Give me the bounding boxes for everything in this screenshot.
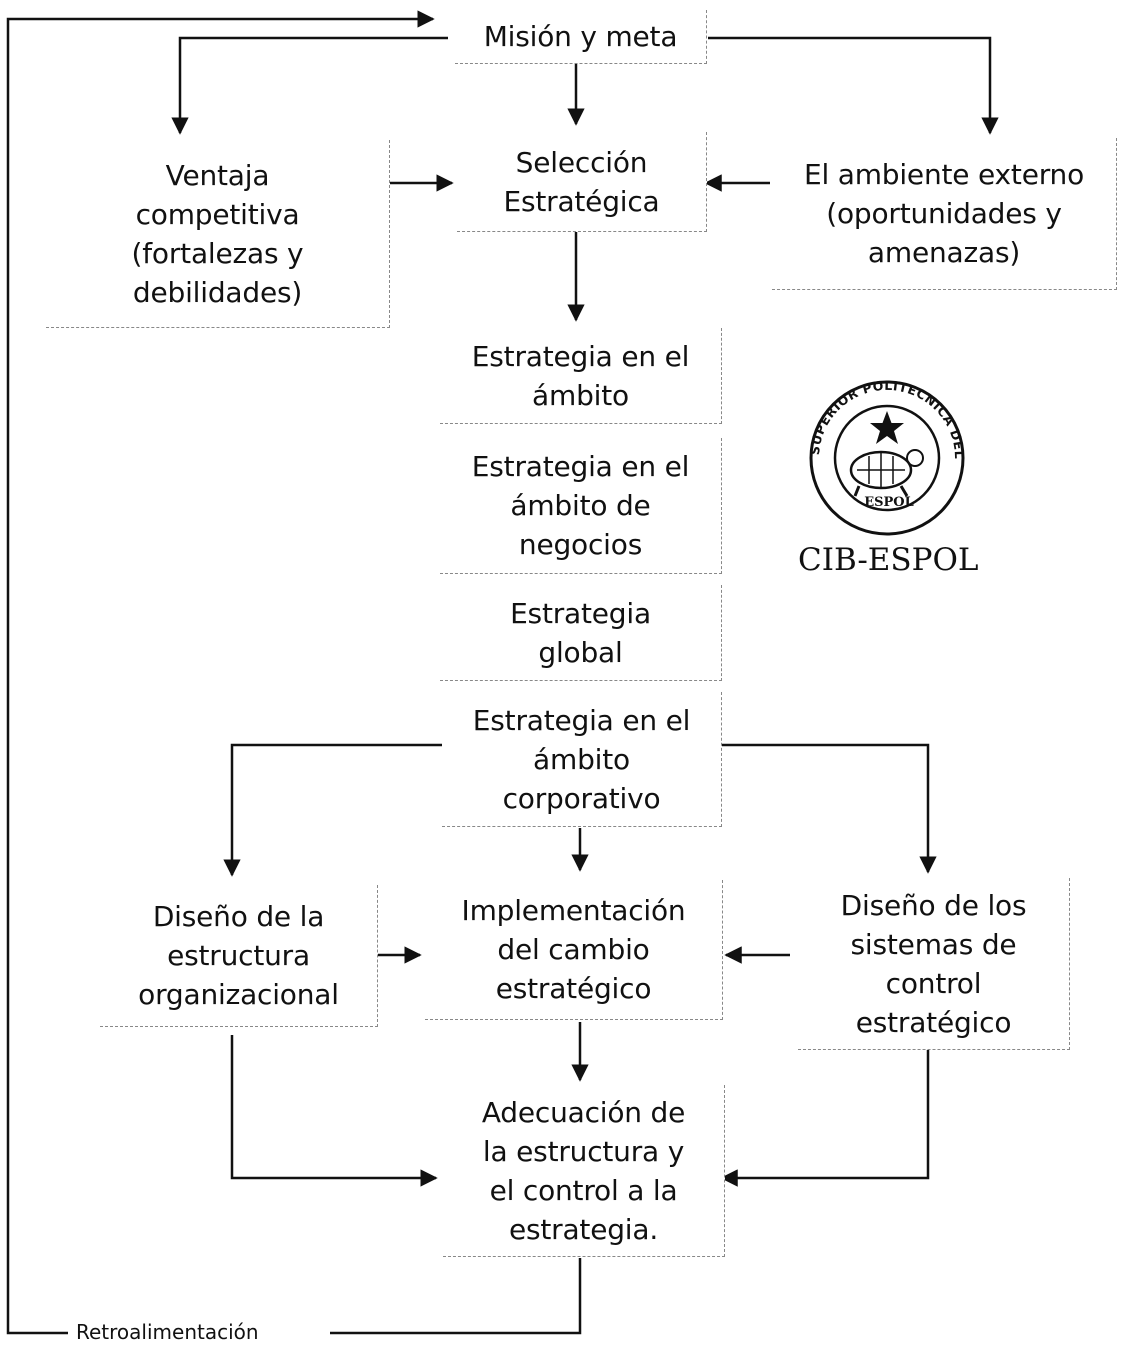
- node-text-line: ámbito de: [510, 489, 651, 522]
- node-text-line: Misión y meta: [483, 20, 678, 53]
- node-text-line: Estrategia: [510, 596, 651, 630]
- node-text-line: (oportunidades y: [826, 197, 1062, 230]
- node-text-line: Estrategia en el: [471, 339, 690, 373]
- node-text-line: Ventaja: [165, 158, 270, 192]
- node-text-line: negocios: [518, 528, 643, 561]
- node-text-line: Estrategia en el: [471, 450, 690, 483]
- node-text-line: El ambiente externo: [803, 158, 1085, 191]
- node-text-line: amenazas): [867, 236, 1021, 269]
- node-estrategia-negocios: Estrategia en el ámbito de negocios: [440, 438, 722, 574]
- arrow-corporativo-control: [722, 743, 937, 874]
- arrow-estructura-adecuacion: [230, 1035, 438, 1187]
- node-text-line: Implementación: [461, 894, 686, 927]
- node-diseno-control: Diseño de los sistemas de control estratégi…: [798, 878, 1070, 1050]
- node-text-line: estratégico: [855, 1005, 1012, 1039]
- node-implementacion-cambio: Implementación del cambio estratégico: [425, 880, 723, 1020]
- node-text-line: corporativo: [502, 781, 661, 815]
- arrow-control-adecuacion: [720, 1050, 930, 1187]
- node-text-line: ámbito: [532, 378, 629, 412]
- arrow-mision-ventaja: [171, 36, 448, 135]
- node-ambiente-externo: El ambiente externo (oportunidades y amena…: [772, 138, 1117, 290]
- node-text-line: del cambio: [497, 933, 650, 966]
- node-estrategia-corporativo: Estrategia en el ámbito corporativo: [442, 692, 722, 827]
- node-text-line: Adecuación de: [481, 1095, 686, 1129]
- node-text-line: estratégico: [495, 972, 652, 1005]
- node-text-line: estructura: [167, 939, 310, 972]
- node-estrategia-ambito: Estrategia en el ámbito: [440, 328, 722, 424]
- node-text-line: Estrategia en el: [472, 703, 691, 737]
- node-text-line: estrategia.: [508, 1212, 659, 1246]
- feedback-connector: [6, 19, 582, 1335]
- seal-caption: CIB-ESPOL: [798, 542, 979, 578]
- node-text-line: (fortalezas y: [131, 236, 304, 270]
- star-icon: [870, 411, 904, 444]
- node-text-line: Estratégica: [503, 184, 660, 218]
- node-text-line: debilidades): [132, 275, 303, 309]
- node-text-line: control: [885, 966, 982, 1000]
- node-text-line: la estructura y: [482, 1134, 685, 1168]
- node-mision-meta: Misión y meta: [455, 10, 707, 64]
- node-diseno-estructura: Diseño de la estructura organizacional: [100, 885, 378, 1027]
- arrow-mision-ambiente: [708, 36, 999, 135]
- svg-text:ESPOL: ESPOL: [864, 495, 914, 510]
- node-text-line: organizacional: [138, 978, 339, 1011]
- node-text-line: ámbito: [533, 742, 630, 776]
- feedback-label: Retroalimentación: [74, 1320, 261, 1344]
- node-text-line: competitiva: [135, 197, 300, 231]
- espol-seal-logo: ESCUELA SUPERIOR POLITECNICA DEL LITORAL…: [797, 378, 967, 536]
- node-text-line: Diseño de los: [840, 888, 1027, 922]
- node-ventaja-competitiva: Ventaja competitiva (fortalezas y debilidad…: [46, 140, 390, 328]
- arrow-corporativo-estructura: [223, 743, 442, 877]
- svg-text:ESCUELA SUPERIOR POLITECNICA D: ESCUELA SUPERIOR POLITECNICA DEL LITORAL: [797, 378, 967, 460]
- node-adecuacion: Adecuación de la estructura y el control a…: [443, 1085, 725, 1257]
- node-text-line: global: [538, 635, 623, 669]
- node-estrategia-global: Estrategia global: [440, 585, 722, 681]
- node-text-line: Selección: [515, 145, 648, 179]
- node-text-line: sistemas de: [850, 927, 1017, 961]
- node-text-line: el control a la: [489, 1173, 678, 1207]
- node-text-line: Diseño de la: [152, 900, 325, 933]
